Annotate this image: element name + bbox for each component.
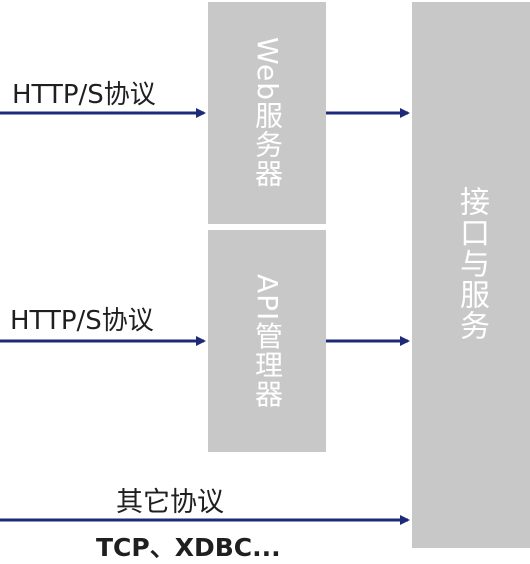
interface-service-box: 接口与服务: [412, 2, 530, 548]
web-server-label: Web服务器: [251, 37, 284, 189]
other-protocol-label: 其它协议: [116, 487, 224, 518]
tcp-xdbc-label: TCP、XDBC...: [96, 533, 281, 562]
web-server-box: Web服务器: [208, 2, 326, 224]
interface-service-label: 接口与服务: [454, 185, 489, 341]
http-top-label: HTTP/S协议: [12, 80, 156, 110]
http-mid-label: HTTP/S协议: [10, 306, 154, 336]
api-manager-label: API管理器: [251, 273, 284, 409]
api-manager-box: API管理器: [208, 230, 326, 452]
